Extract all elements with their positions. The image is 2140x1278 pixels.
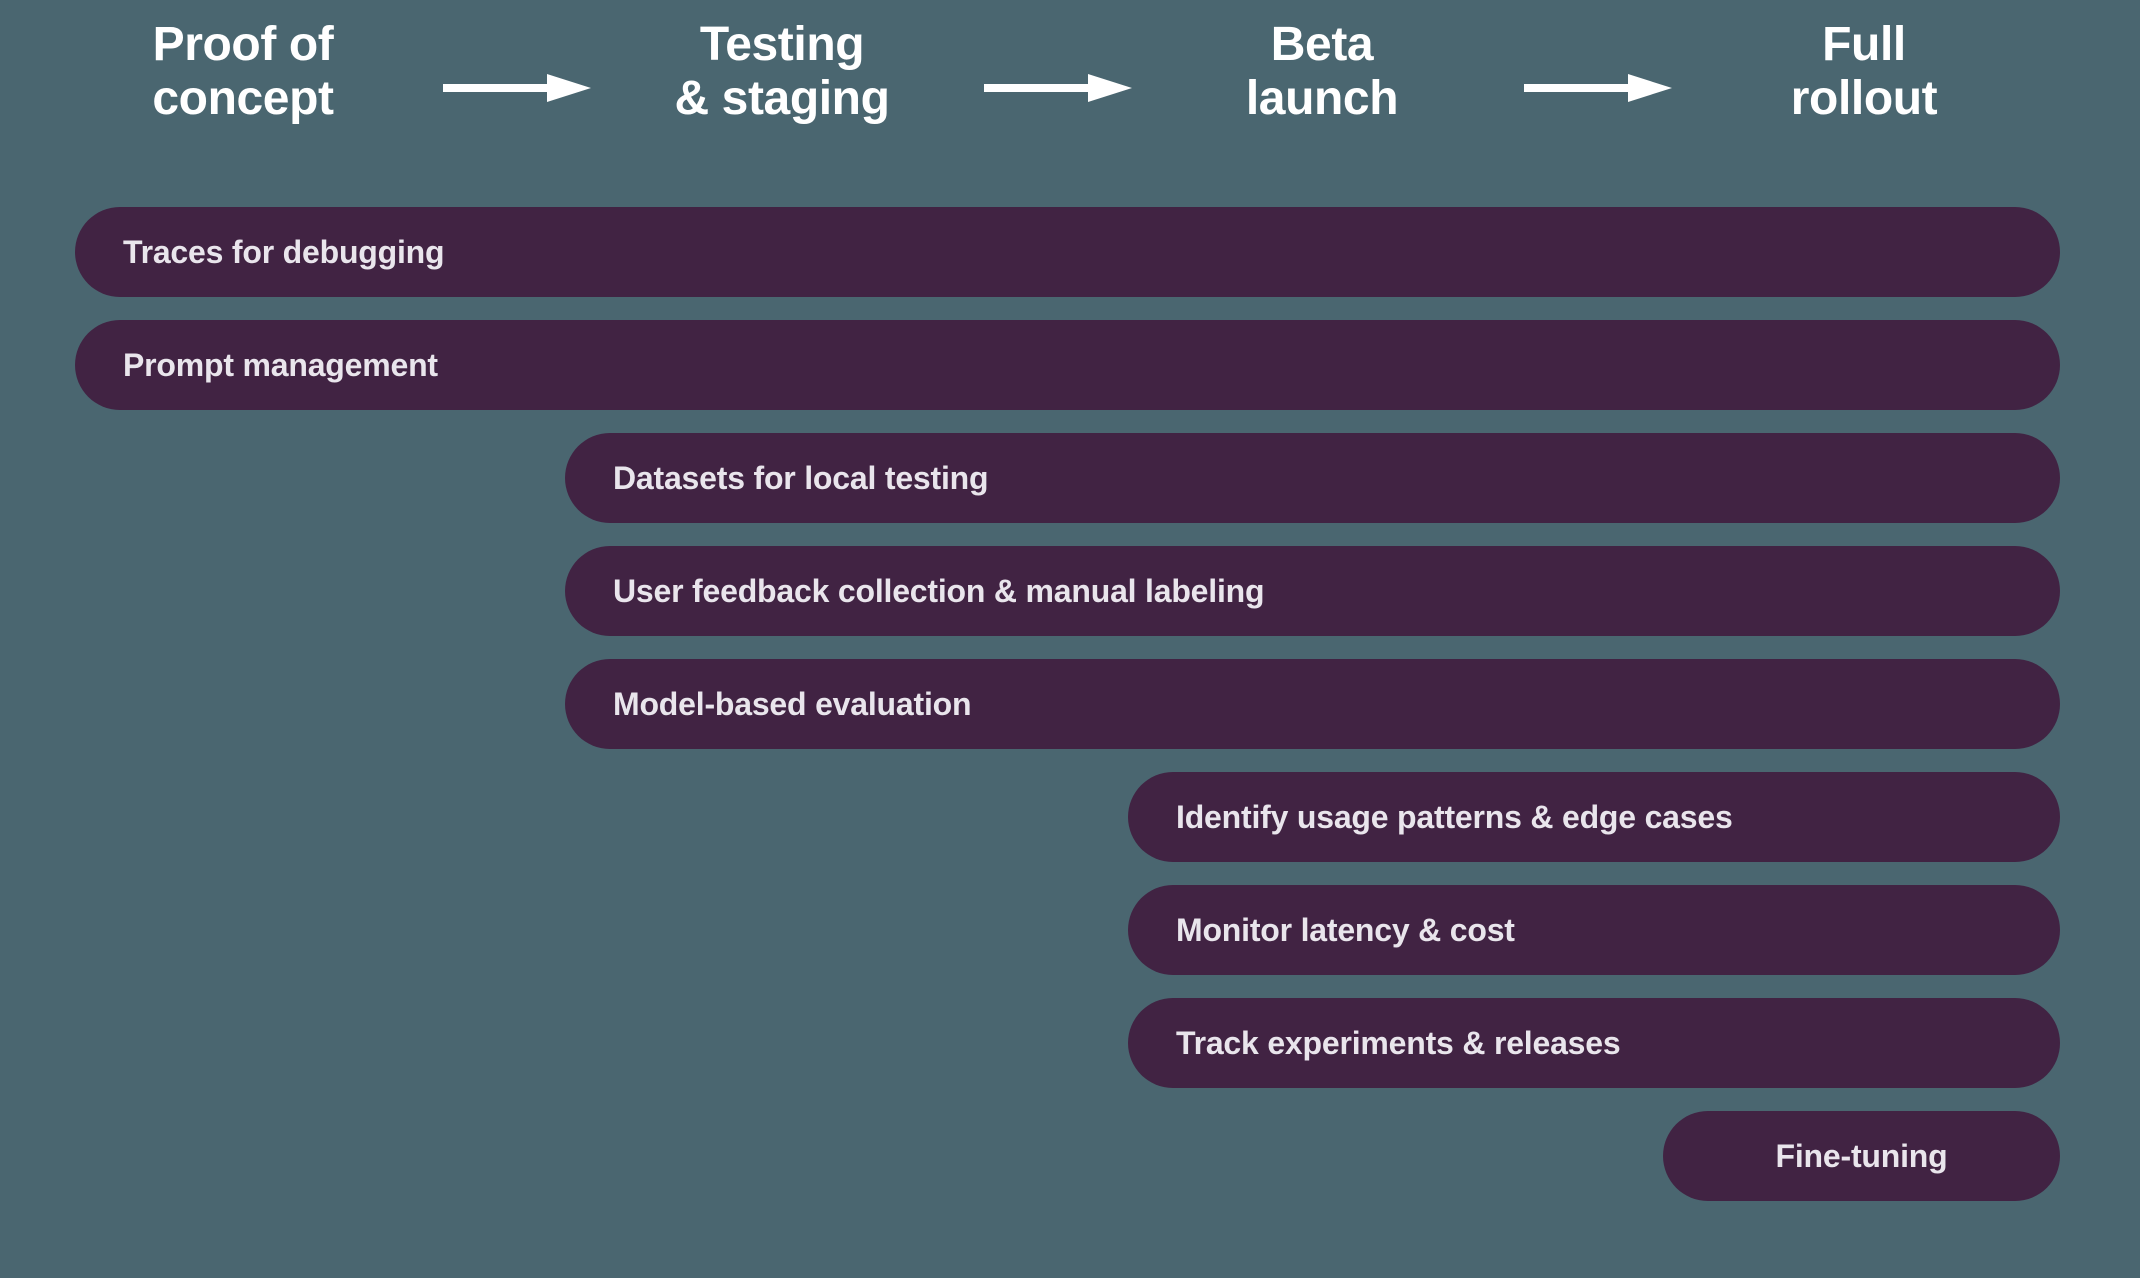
capability-bar-monitor-latency-and-cost: Monitor latency & cost bbox=[1128, 885, 2060, 975]
capability-bar-traces-for-debugging: Traces for debugging bbox=[75, 207, 2060, 297]
capability-bar-label: Track experiments & releases bbox=[1176, 1024, 1621, 1061]
capability-bar-user-feedback-collection: User feedback collection & manual labeli… bbox=[565, 546, 2060, 636]
capability-bar-track-experiments-and-releases: Track experiments & releases bbox=[1128, 998, 2060, 1088]
capability-bar-prompt-management: Prompt management bbox=[75, 320, 2060, 410]
capability-bar-label: Model-based evaluation bbox=[613, 685, 972, 722]
capability-bar-label: Datasets for local testing bbox=[613, 459, 989, 496]
capability-bar-datasets-for-local-testing: Datasets for local testing bbox=[565, 433, 2060, 523]
capability-bar-label: Identify usage patterns & edge cases bbox=[1176, 798, 1733, 835]
stage-label-testing-and-staging: Testing & staging bbox=[674, 18, 890, 125]
capability-bar-label: Fine-tuning bbox=[1775, 1137, 1948, 1174]
capability-bar-fine-tuning: Fine-tuning bbox=[1663, 1111, 2060, 1201]
capability-bar-identify-usage-patterns: Identify usage patterns & edge cases bbox=[1128, 772, 2060, 862]
stage-label-beta-launch: Beta launch bbox=[1245, 18, 1399, 125]
capability-bar-model-based-evaluation: Model-based evaluation bbox=[565, 659, 2060, 749]
stage-label-proof-of-concept: Proof of concept bbox=[152, 18, 334, 125]
stage-header-row: Proof of concept Testing & staging Beta … bbox=[0, 0, 2140, 190]
capability-bar-label: Monitor latency & cost bbox=[1176, 911, 1515, 948]
capability-bar-label: Prompt management bbox=[123, 346, 438, 383]
capability-bar-label: Traces for debugging bbox=[123, 233, 445, 270]
stage-label-full-rollout: Full rollout bbox=[1790, 18, 1938, 125]
capability-bar-label: User feedback collection & manual labeli… bbox=[613, 572, 1265, 609]
